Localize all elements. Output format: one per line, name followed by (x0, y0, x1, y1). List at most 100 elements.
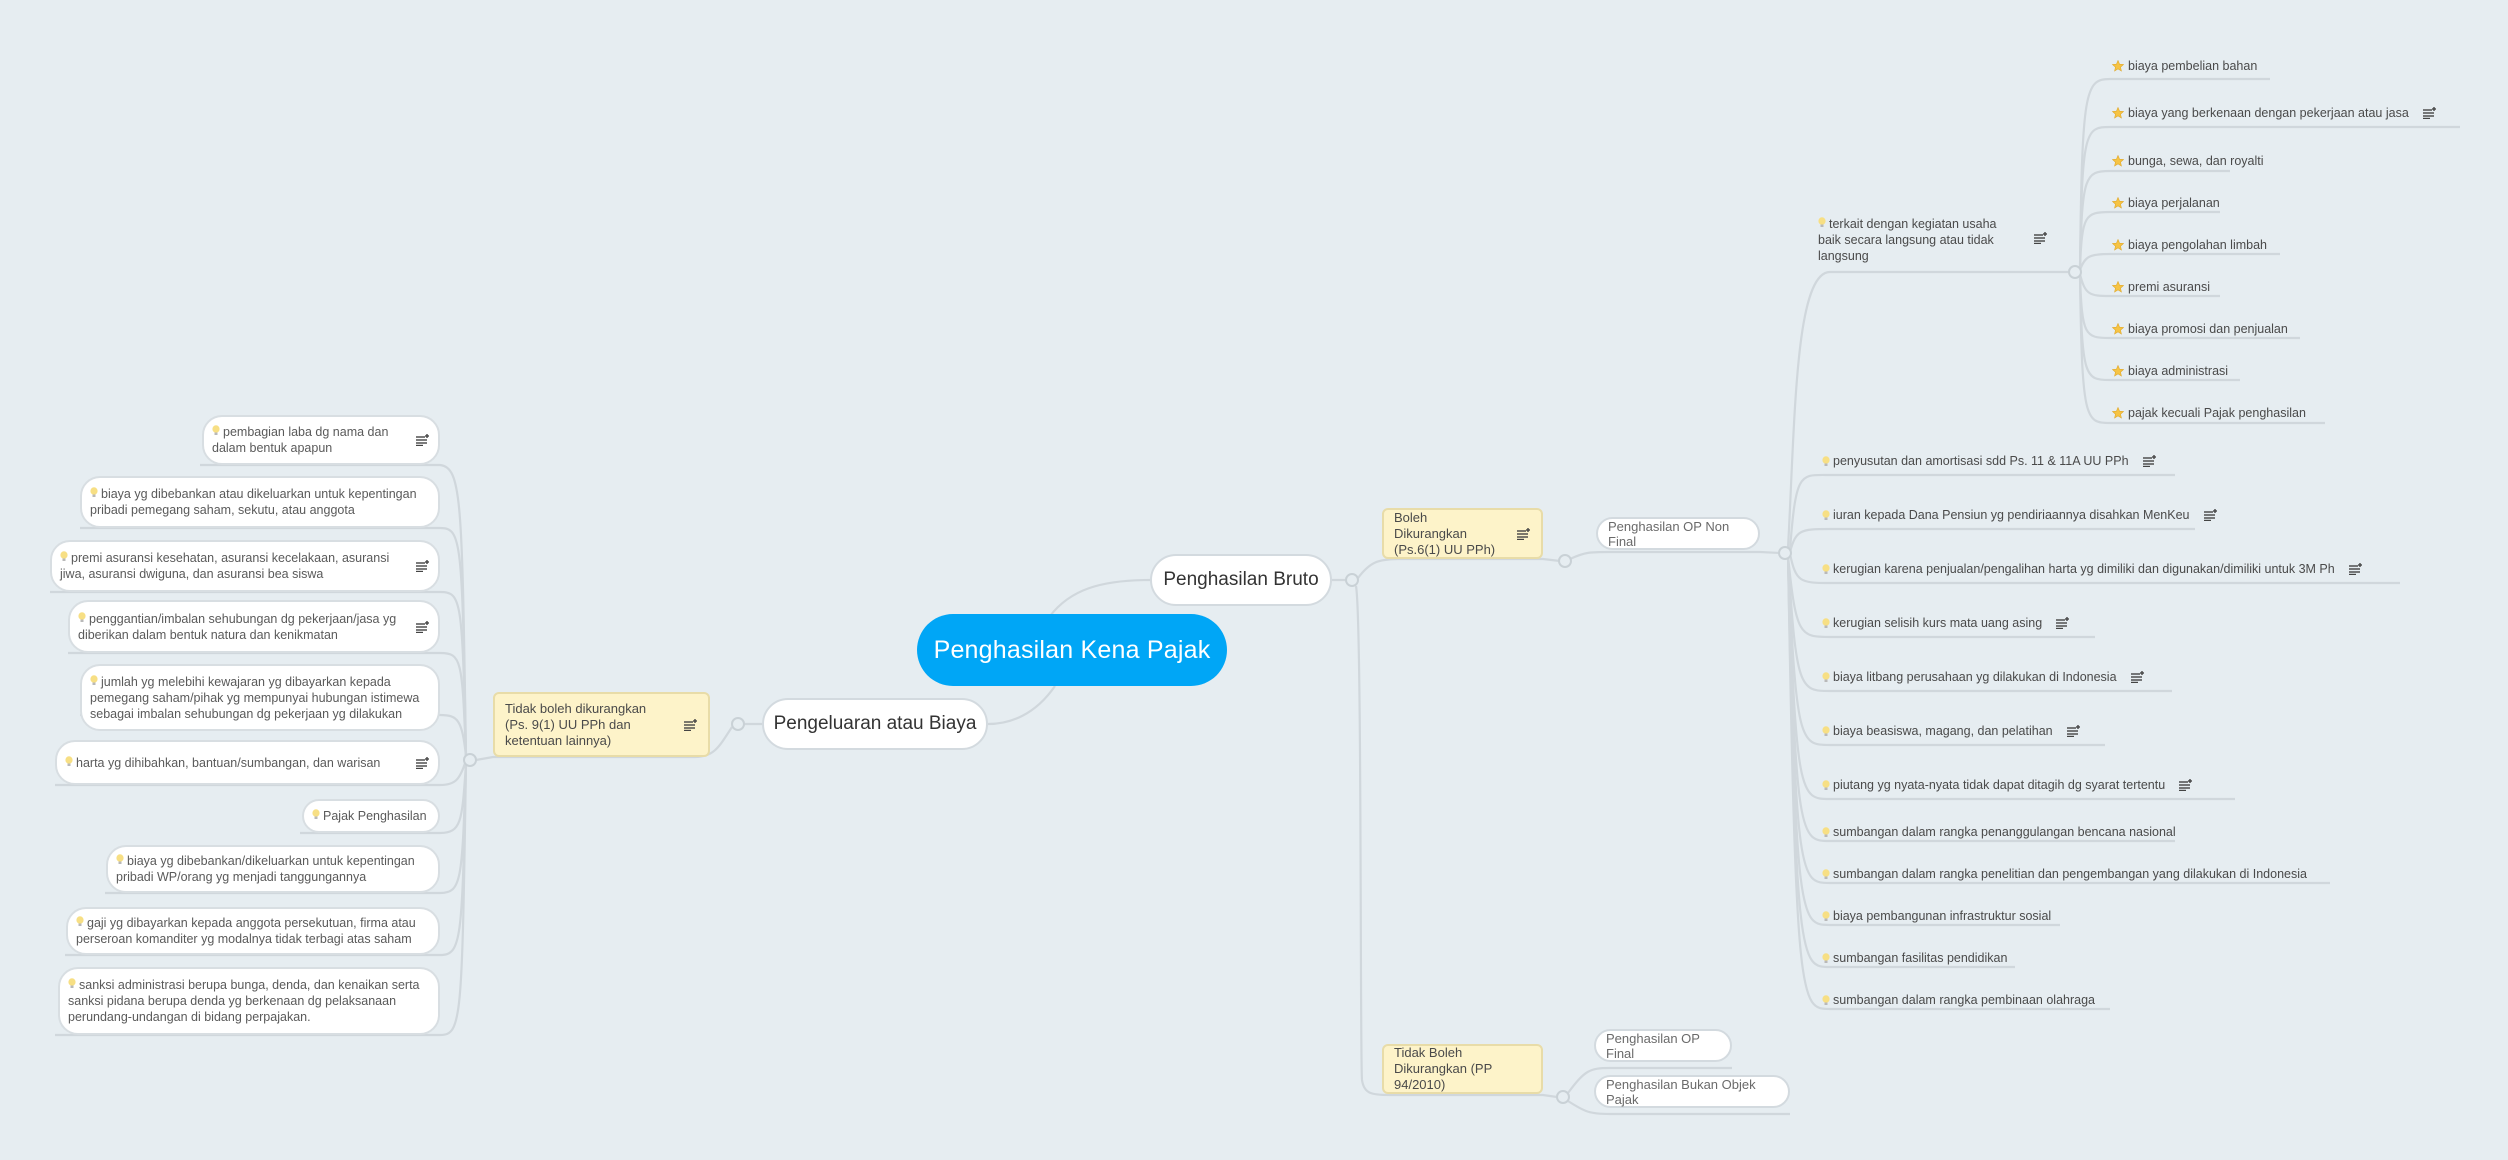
nondeductible-item-label: pembagian laba dg nama dan dalam bentuk … (212, 425, 389, 455)
deductible-list-item[interactable]: iuran kepada Dana Pensiun yg pendiriaann… (1822, 505, 2218, 525)
op-non-final-label: Penghasilan OP Non Final (1608, 518, 1730, 549)
penghasilan-bruto-label: Penghasilan Bruto (1163, 569, 1319, 590)
deductible-item-label: penyusutan dan amortisasi sdd Ps. 11 & 1… (1833, 454, 2129, 468)
note-icon[interactable] (2130, 671, 2145, 683)
nondeductible-card[interactable]: sanksi administrasi berupa bunga, denda,… (58, 967, 440, 1035)
bulb-icon (1822, 779, 1830, 790)
note-icon[interactable] (684, 718, 698, 731)
star-icon (2112, 281, 2124, 293)
note-icon[interactable] (416, 620, 430, 633)
nondeductible-card[interactable]: Pajak Penghasilan (302, 799, 440, 833)
bulb-icon (68, 978, 76, 988)
nondeductible-card[interactable]: jumlah yg melebihi kewajaran yg dibayark… (80, 664, 440, 731)
bukan-objek-pajak-label: Penghasilan Bukan Objek Pajak (1606, 1076, 1756, 1107)
star-list-item[interactable]: biaya pembelian bahan (2112, 56, 2257, 76)
star-icon (2112, 107, 2124, 119)
deductible-list-item[interactable]: sumbangan dalam rangka pembinaan olahrag… (1822, 990, 2095, 1010)
nondeductible-item-label: Pajak Penghasilan (323, 809, 427, 823)
star-icon (2112, 323, 2124, 335)
bulb-icon (1822, 671, 1830, 682)
star-list-item[interactable]: bunga, sewa, dan royalti (2112, 151, 2264, 171)
tidak-boleh-ps9-node[interactable]: Tidak boleh dikurangkan (Ps. 9(1) UU PPh… (493, 692, 710, 757)
note-icon[interactable] (1517, 527, 1531, 540)
nondeductible-card[interactable]: biaya yg dibebankan atau dikeluarkan unt… (80, 476, 440, 528)
bulb-icon (90, 674, 98, 685)
nondeductible-card[interactable]: premi asuransi kesehatan, asuransi kecel… (50, 540, 440, 592)
nondeductible-item-label: biaya yg dibebankan/dikeluarkan untuk ke… (116, 854, 415, 884)
star-icon (2112, 407, 2124, 419)
nondeductible-item-label: harta yg dihibahkan, bantuan/sumbangan, … (76, 755, 381, 770)
bulb-icon (1822, 868, 1830, 879)
terkait-label: terkait dengan kegiatan usaha baik secar… (1818, 217, 1997, 263)
note-icon[interactable] (2142, 455, 2157, 467)
deductible-list-item[interactable]: kerugian selisih kurs mata uang asing (1822, 613, 2070, 633)
deductible-item-label: kerugian selisih kurs mata uang asing (1833, 616, 2043, 630)
star-list-item[interactable]: biaya yang berkenaan dengan pekerjaan at… (2112, 103, 2437, 123)
deductible-item-label: kerugian karena penjualan/pengalihan har… (1833, 562, 2335, 576)
deductible-list-item[interactable]: sumbangan dalam rangka penelitian dan pe… (1822, 864, 2307, 884)
tidak-boleh-pp-node[interactable]: Tidak Boleh Dikurangkan (PP 94/2010) (1382, 1044, 1543, 1094)
deductible-list-item[interactable]: kerugian karena penjualan/pengalihan har… (1822, 559, 2363, 579)
bulb-icon (1822, 563, 1830, 574)
nondeductible-card[interactable]: penggantian/imbalan sehubungan dg pekerj… (68, 600, 440, 653)
star-item-label: biaya administrasi (2128, 364, 2229, 378)
star-item-label: biaya yang berkenaan dengan pekerjaan at… (2128, 106, 2409, 120)
star-list-item[interactable]: premi asuransi (2112, 277, 2210, 297)
penghasilan-bruto-node[interactable]: Penghasilan Bruto (1150, 554, 1332, 606)
op-final-node[interactable]: Penghasilan OP Final (1594, 1029, 1732, 1062)
deductible-item-label: biaya litbang perusahaan yg dilakukan di… (1833, 670, 2117, 684)
terkait-node[interactable]: terkait dengan kegiatan usaha baik secar… (1818, 214, 2048, 266)
nondeductible-card[interactable]: harta yg dihibahkan, bantuan/sumbangan, … (55, 740, 440, 785)
note-icon[interactable] (2034, 232, 2048, 244)
deductible-list-item[interactable]: piutang yg nyata-nyata tidak dapat ditag… (1822, 775, 2193, 795)
note-icon[interactable] (2422, 107, 2437, 119)
note-icon[interactable] (2203, 509, 2218, 521)
bulb-icon (212, 425, 220, 435)
deductible-list-item[interactable]: penyusutan dan amortisasi sdd Ps. 11 & 1… (1822, 451, 2157, 471)
tidak-boleh-ps9-label: Tidak boleh dikurangkan (Ps. 9(1) UU PPh… (505, 700, 647, 748)
deductible-list-item[interactable]: biaya pembangunan infrastruktur sosial (1822, 906, 2051, 926)
pengeluaran-biaya-node[interactable]: Pengeluaran atau Biaya (762, 698, 988, 750)
deductible-list-item[interactable]: sumbangan fasilitas pendidikan (1822, 948, 2007, 968)
deductible-item-label: sumbangan dalam rangka penelitian dan pe… (1833, 867, 2307, 881)
star-list-item[interactable]: biaya perjalanan (2112, 193, 2220, 213)
nondeductible-item-label: sanksi administrasi berupa bunga, denda,… (68, 978, 420, 1024)
bulb-icon (1822, 910, 1830, 921)
deductible-list-item[interactable]: biaya beasiswa, magang, dan pelatihan (1822, 721, 2081, 741)
bulb-icon (1822, 994, 1830, 1005)
note-icon[interactable] (2056, 617, 2070, 629)
bukan-objek-pajak-node[interactable]: Penghasilan Bukan Objek Pajak (1594, 1075, 1790, 1108)
note-icon[interactable] (2348, 563, 2363, 575)
note-icon[interactable] (2066, 725, 2081, 737)
nondeductible-card[interactable]: biaya yg dibebankan/dikeluarkan untuk ke… (106, 845, 440, 893)
bulb-icon (116, 854, 124, 864)
bulb-icon (90, 487, 98, 497)
star-list-item[interactable]: biaya pengolahan limbah (2112, 235, 2267, 255)
bulb-icon (76, 916, 84, 926)
star-icon (2112, 197, 2124, 209)
star-list-item[interactable]: biaya administrasi (2112, 361, 2228, 381)
note-icon[interactable] (416, 560, 430, 572)
note-icon[interactable] (416, 434, 430, 446)
nondeductible-item-label: gaji yg dibayarkan kepada anggota persek… (76, 916, 416, 946)
star-item-label: biaya perjalanan (2128, 196, 2220, 210)
root-node[interactable]: Penghasilan Kena Pajak (917, 614, 1227, 686)
op-final-label: Penghasilan OP Final (1606, 1030, 1700, 1061)
op-non-final-node[interactable]: Penghasilan OP Non Final (1596, 517, 1760, 550)
nondeductible-card[interactable]: pembagian laba dg nama dan dalam bentuk … (202, 415, 440, 465)
deductible-item-label: sumbangan dalam rangka pembinaan olahrag… (1833, 993, 2095, 1007)
bulb-icon (1822, 617, 1830, 628)
boleh-dikurangkan-node[interactable]: Boleh Dikurangkan (Ps.6(1) UU PPh) (1382, 508, 1543, 559)
bulb-icon (60, 551, 68, 561)
star-list-item[interactable]: biaya promosi dan penjualan (2112, 319, 2288, 339)
deductible-item-label: iuran kepada Dana Pensiun yg pendiriaann… (1833, 508, 2190, 522)
note-icon[interactable] (416, 756, 430, 769)
bulb-icon (1822, 952, 1830, 963)
nondeductible-card[interactable]: gaji yg dibayarkan kepada anggota persek… (66, 907, 440, 955)
star-item-label: premi asuransi (2128, 280, 2210, 294)
deductible-list-item[interactable]: sumbangan dalam rangka penanggulangan be… (1822, 822, 2176, 842)
deductible-list-item[interactable]: biaya litbang perusahaan yg dilakukan di… (1822, 667, 2145, 687)
deductible-item-label: sumbangan fasilitas pendidikan (1833, 951, 2008, 965)
note-icon[interactable] (2179, 779, 2193, 791)
star-list-item[interactable]: pajak kecuali Pajak penghasilan (2112, 403, 2306, 423)
